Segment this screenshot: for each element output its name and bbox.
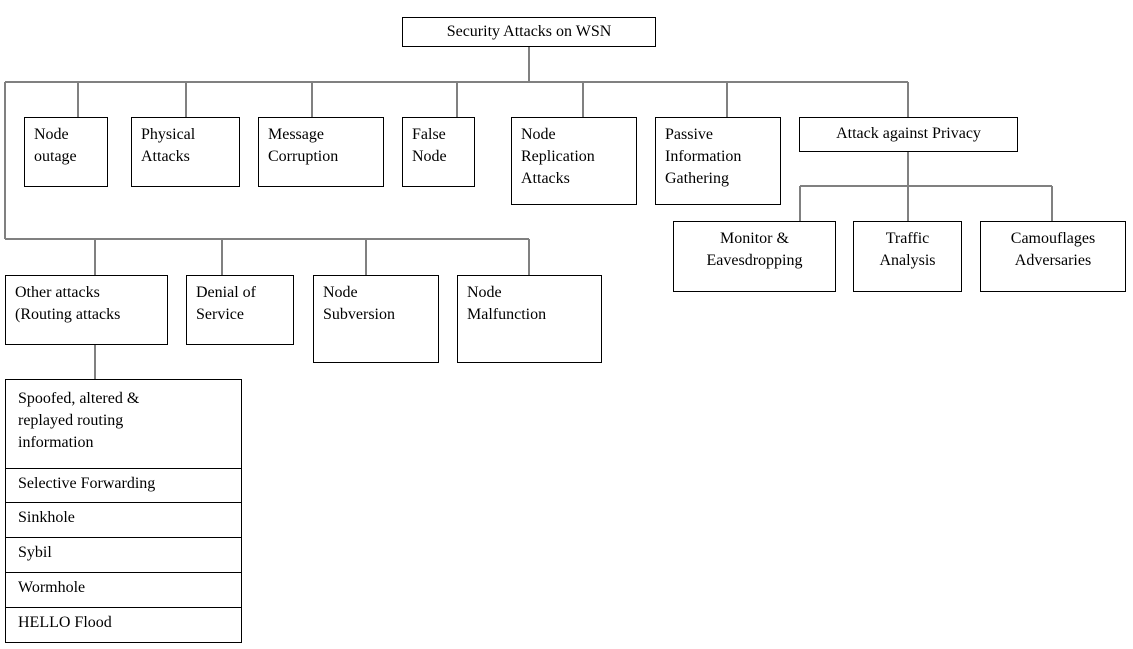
denial-of-service-box: Denial of Service xyxy=(186,275,294,345)
node-outage-box: Node outage xyxy=(24,117,108,187)
traffic-analysis-box: Traffic Analysis xyxy=(853,221,962,292)
routing-item-sybil: Sybil xyxy=(6,537,241,572)
other-attacks-box: Other attacks (Routing attacks xyxy=(5,275,168,345)
message-corruption-box: Message Corruption xyxy=(258,117,384,187)
node-malfunction-box: Node Malfunction xyxy=(457,275,602,363)
node-replication-attacks-box: Node Replication Attacks xyxy=(511,117,637,205)
routing-item-wormhole: Wormhole xyxy=(6,572,241,607)
routing-attacks-list: Spoofed, altered & replayed routing info… xyxy=(5,379,242,643)
routing-item-spoofed-altered-replayed: Spoofed, altered & replayed routing info… xyxy=(18,390,140,451)
false-node-box: False Node xyxy=(402,117,475,187)
attack-against-privacy-box: Attack against Privacy xyxy=(799,117,1018,152)
node-subversion-box: Node Subversion xyxy=(313,275,439,363)
passive-information-gathering-box: Passive Information Gathering xyxy=(655,117,781,205)
physical-attacks-box: Physical Attacks xyxy=(131,117,240,187)
routing-item-hello-flood: HELLO Flood xyxy=(6,607,241,642)
routing-item-selective-forwarding: Selective Forwarding xyxy=(6,468,241,502)
camouflages-adversaries-box: Camouflages Adversaries xyxy=(980,221,1126,292)
routing-item-sinkhole: Sinkhole xyxy=(6,502,241,537)
root-node: Security Attacks on WSN xyxy=(402,17,656,47)
monitor-eavesdropping-box: Monitor & Eavesdropping xyxy=(673,221,836,292)
